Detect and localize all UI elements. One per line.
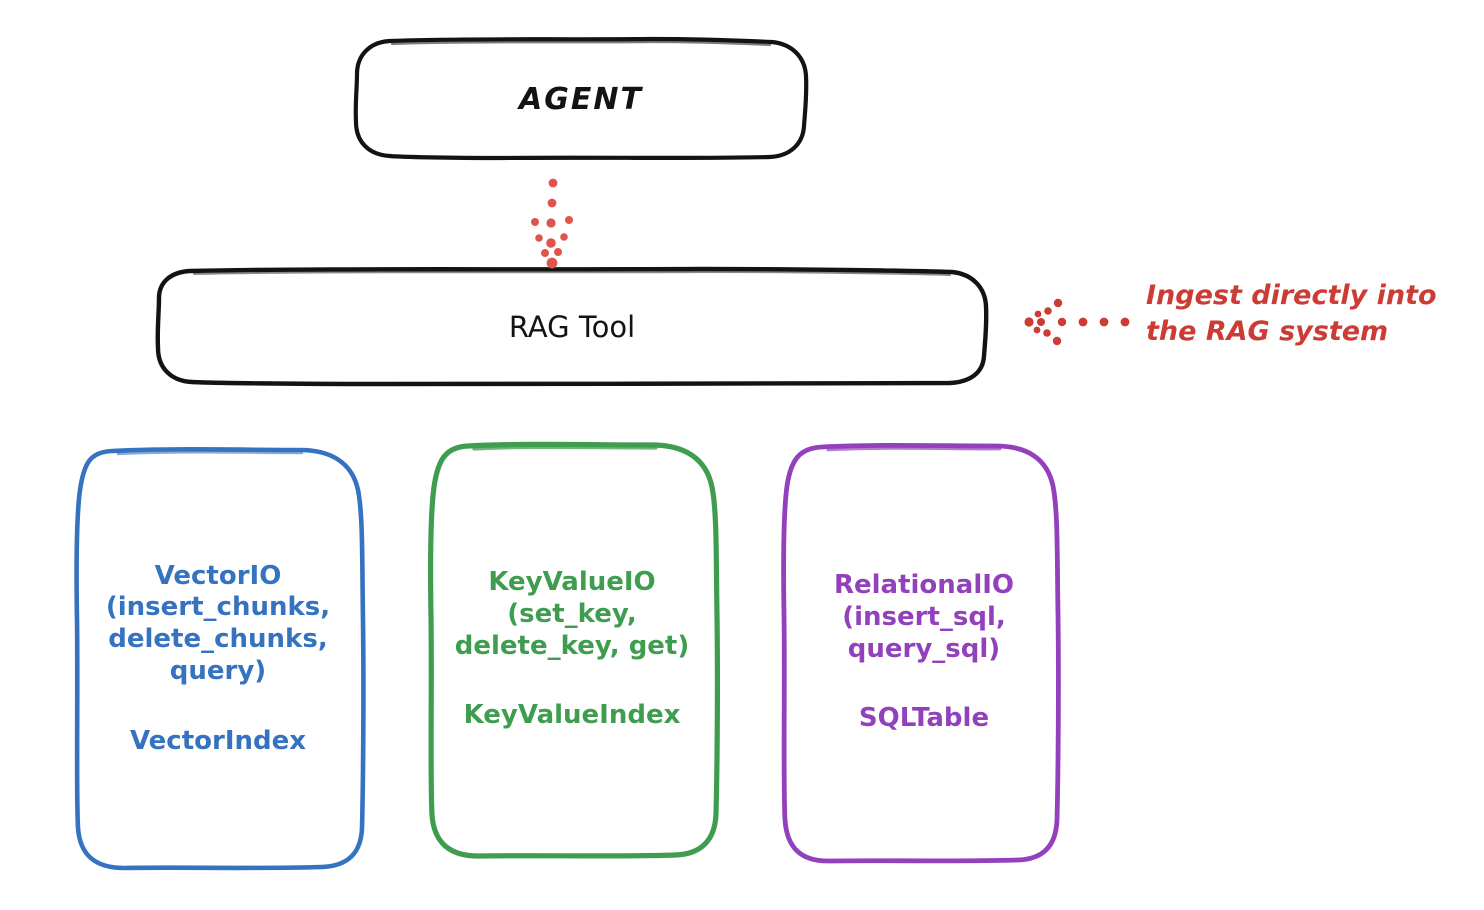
- agent-node-shape[interactable]: [353, 36, 809, 161]
- agent-to-rag-tool-arrow: [531, 178, 573, 269]
- rag-tool-node-shape[interactable]: [155, 266, 989, 387]
- relational-io-node-shape[interactable]: [781, 442, 1061, 864]
- key-value-io-node-shape[interactable]: [428, 441, 721, 859]
- ingest-note-arrow: [1024, 298, 1130, 346]
- vector-io-node-shape[interactable]: [74, 447, 366, 871]
